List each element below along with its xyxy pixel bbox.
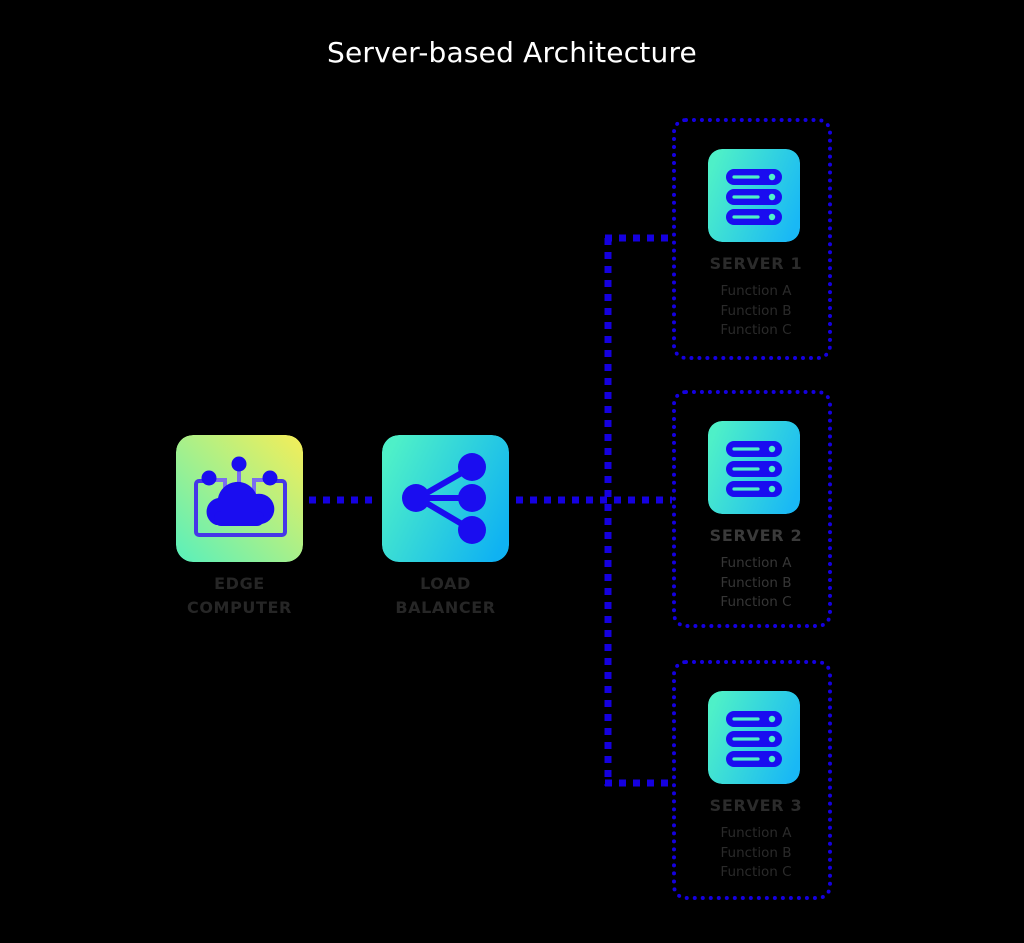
server-3-icon-tile <box>708 691 800 784</box>
share-network-icon <box>382 435 509 562</box>
server-2-function-c: Function C <box>720 594 792 610</box>
server-1-title: SERVER 1 <box>709 254 803 273</box>
server-3-title: SERVER 3 <box>709 796 803 815</box>
node-load-balancer[interactable]: LOAD BALANCER <box>382 435 509 617</box>
server-3-function-a: Function A <box>720 825 792 841</box>
server-rack-icon <box>708 421 800 514</box>
edge-computer-label: EDGE COMPUTER <box>142 572 337 620</box>
server-3-functions: Function A Function B Function C <box>676 824 836 883</box>
server-1-function-a: Function A <box>720 283 792 299</box>
cloud-circuit-icon <box>176 435 303 562</box>
edge-computer-tile <box>176 435 303 562</box>
server-2-function-b: Function B <box>720 574 792 591</box>
node-edge-computer[interactable]: EDGE COMPUTER <box>176 435 303 617</box>
server-rack-icon <box>708 691 800 784</box>
server-1-icon-tile <box>708 149 800 242</box>
server-group-1[interactable]: SERVER 1 Function A Function B Function … <box>672 118 832 360</box>
server-rack-icon <box>708 149 800 242</box>
server-2-title: SERVER 2 <box>709 526 803 545</box>
server-1-functions: Function A Function B Function C <box>676 282 836 341</box>
server-3-function-b: Function B <box>720 844 792 861</box>
load-balancer-tile <box>382 435 509 562</box>
server-2-function-a: Function A <box>720 555 792 571</box>
edge-computer-label-line1: EDGE <box>214 574 265 593</box>
edge-computer-label-line2: COMPUTER <box>187 598 292 617</box>
load-balancer-label-line2: BALANCER <box>395 598 496 617</box>
server-2-icon-tile <box>708 421 800 514</box>
server-2-functions: Function A Function B Function C <box>676 554 836 613</box>
load-balancer-label-line1: LOAD <box>420 574 471 593</box>
page-title: Server-based Architecture <box>327 36 697 69</box>
server-group-2[interactable]: SERVER 2 Function A Function B Function … <box>672 390 832 628</box>
server-1-function-c: Function C <box>720 322 792 338</box>
server-3-function-c: Function C <box>720 864 792 880</box>
load-balancer-label: LOAD BALANCER <box>348 572 543 620</box>
server-1-function-b: Function B <box>720 302 792 319</box>
server-group-3[interactable]: SERVER 3 Function A Function B Function … <box>672 660 832 900</box>
